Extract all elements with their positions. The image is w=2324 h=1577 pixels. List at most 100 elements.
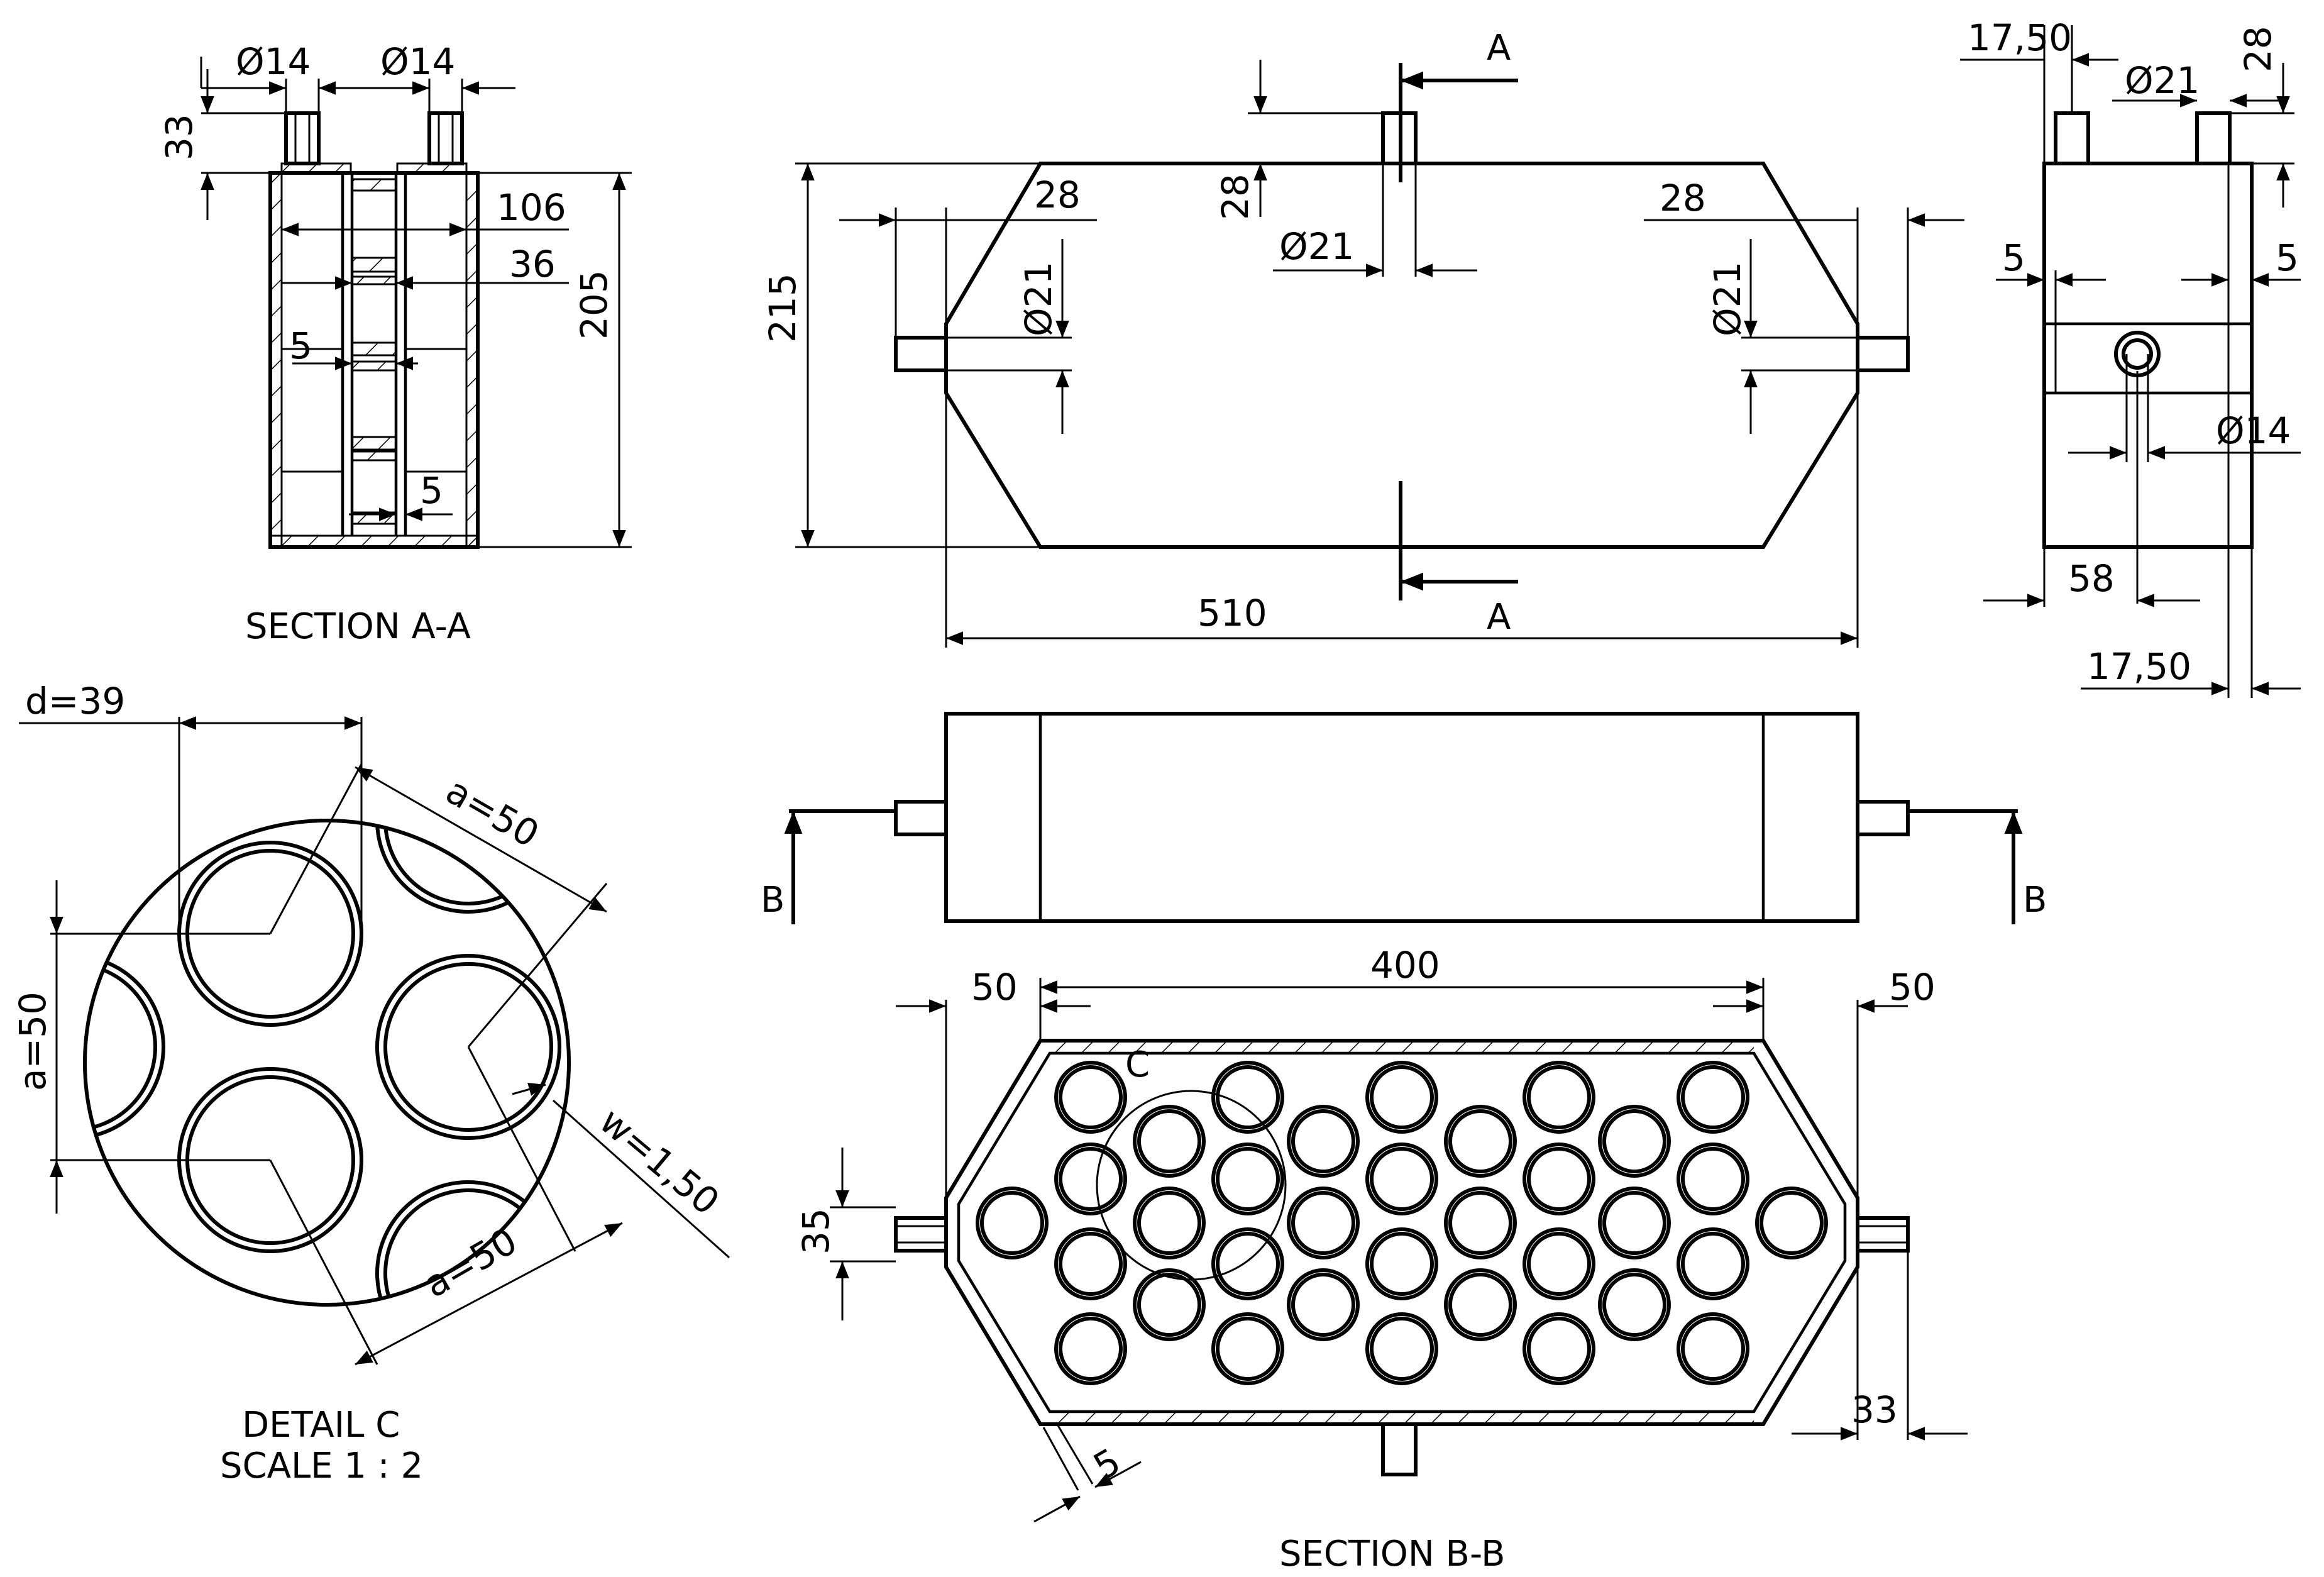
- tube-hole: [1216, 1317, 1280, 1381]
- tube-hole: [1760, 1191, 1824, 1255]
- dim-17-50-top: 17,50: [1968, 16, 2072, 59]
- tube-hole: [1677, 1143, 1749, 1215]
- tube-hole: [1216, 1065, 1280, 1129]
- section-bb-view: C 50 400 50 35 33 5 SECTION B-: [795, 944, 1968, 1574]
- dim-d39: d=39: [25, 680, 125, 722]
- tube-hole: [1137, 1273, 1201, 1337]
- tube-hole: [1523, 1312, 1595, 1385]
- tube-hole: [1287, 1268, 1360, 1341]
- dim-a50-top: a=50: [439, 769, 546, 856]
- cut-b-right: B: [2023, 880, 2047, 921]
- tube-hole: [1598, 1105, 1671, 1178]
- tube-hole: [1602, 1109, 1666, 1173]
- cut-a-top: A: [1487, 28, 1511, 69]
- tube-hole: [1059, 1317, 1123, 1381]
- tube-hole: [1444, 1268, 1517, 1341]
- top-view: B B: [761, 712, 2047, 924]
- dim-28-top: 28: [1214, 174, 1257, 220]
- tube-hole: [1681, 1065, 1745, 1129]
- tube-hole: [1365, 1227, 1438, 1300]
- tube-hole: [1527, 1065, 1591, 1129]
- tube-hole: [1137, 1109, 1201, 1173]
- tube-hole: [1216, 1147, 1280, 1211]
- dim-phi14-right: Ø14: [380, 40, 455, 83]
- dim-50-right: 50: [1889, 966, 1936, 1009]
- dim-5-aa-lower: 5: [420, 469, 443, 512]
- tube-hole: [1370, 1147, 1434, 1211]
- dim-400: 400: [1370, 944, 1440, 987]
- tube-hole: [1755, 1187, 1828, 1259]
- tube-hole: [1365, 1312, 1438, 1385]
- dim-36: 36: [509, 243, 556, 285]
- tube-hole: [1448, 1273, 1512, 1337]
- tube-holes: [976, 1061, 1828, 1385]
- section-aa-view: Ø14 Ø14 33 106 36 5 5 205 SECTION A-A: [158, 40, 632, 647]
- tube-hole: [1211, 1143, 1284, 1215]
- dim-215: 215: [761, 273, 804, 343]
- dim-w150: w=1,50: [592, 1100, 727, 1224]
- tube-hole: [1365, 1061, 1438, 1134]
- tube-hole: [980, 1191, 1044, 1255]
- tube-hole: [1677, 1227, 1749, 1300]
- tube-hole: [1444, 1105, 1517, 1178]
- tube-hole: [1054, 1312, 1127, 1385]
- tube-hole: [1598, 1268, 1671, 1341]
- tube-hole: [1059, 1147, 1123, 1211]
- dim-phi21-top: Ø21: [1279, 225, 1354, 268]
- detail-c-view: d=39 a=50 a=50 a=50 w=1,50 DETAIL C SCAL…: [11, 680, 730, 1486]
- tube-hole: [1448, 1109, 1512, 1173]
- cut-a-bottom: A: [1487, 597, 1511, 638]
- tube-hole: [1444, 1187, 1517, 1259]
- tube-hole: [1370, 1317, 1434, 1381]
- dim-35: 35: [795, 1208, 837, 1254]
- tube-hole: [1137, 1191, 1201, 1255]
- section-aa-label: SECTION A-A: [245, 606, 471, 647]
- tube-hole: [1681, 1147, 1745, 1211]
- dim-5-side-left: 5: [2002, 236, 2025, 279]
- dim-33-bb: 33: [1851, 1388, 1898, 1431]
- tube-hole: [1291, 1191, 1355, 1255]
- tube-hole: [1365, 1143, 1438, 1215]
- tube-hole: [1211, 1227, 1284, 1300]
- dim-phi14-side: Ø14: [2216, 409, 2291, 452]
- tube-hole: [1054, 1227, 1127, 1300]
- dim-5-bb: 5: [1086, 1440, 1128, 1488]
- dim-phi21-left: Ø21: [1017, 262, 1060, 336]
- tube-hole: [1527, 1147, 1591, 1211]
- tube-hole: [1291, 1109, 1355, 1173]
- tube-hole: [1054, 1061, 1127, 1134]
- cut-b-left: B: [761, 880, 785, 921]
- tube-hole: [1677, 1061, 1749, 1134]
- detail-c-marker: C: [1125, 1044, 1150, 1085]
- tube-hole: [1054, 1143, 1127, 1215]
- tube-hole: [1523, 1227, 1595, 1300]
- tube-hole: [1211, 1312, 1284, 1385]
- dim-205: 205: [573, 270, 615, 340]
- dim-106: 106: [497, 186, 566, 229]
- detail-c-label: DETAIL C: [242, 1405, 400, 1446]
- dim-28-left: 28: [1034, 174, 1081, 216]
- dim-58: 58: [2068, 557, 2115, 600]
- tube-hole: [1527, 1232, 1591, 1296]
- tube-hole: [1602, 1273, 1666, 1337]
- dim-33-aa: 33: [158, 114, 201, 160]
- tube-hole: [1059, 1232, 1123, 1296]
- tube-hole: [1133, 1187, 1206, 1259]
- tube-hole: [1291, 1273, 1355, 1337]
- tube-hole: [1523, 1061, 1595, 1134]
- tube-hole: [1523, 1143, 1595, 1215]
- tube-hole: [1677, 1312, 1749, 1385]
- tube-hole: [1370, 1232, 1434, 1296]
- tube-hole: [1602, 1191, 1666, 1255]
- dim-phi21-right: Ø21: [1706, 262, 1749, 336]
- tube-hole: [1598, 1187, 1671, 1259]
- dim-a50-left: a=50: [11, 992, 54, 1091]
- dim-17-50-bottom: 17,50: [2087, 645, 2191, 688]
- tube-hole: [976, 1187, 1049, 1259]
- tube-hole: [1059, 1065, 1123, 1129]
- tube-hole: [1211, 1061, 1284, 1134]
- dim-phi14-left: Ø14: [236, 40, 311, 83]
- front-view: A A 28 28 28 Ø21 Ø21: [761, 28, 1964, 648]
- tube-hole: [1287, 1105, 1360, 1178]
